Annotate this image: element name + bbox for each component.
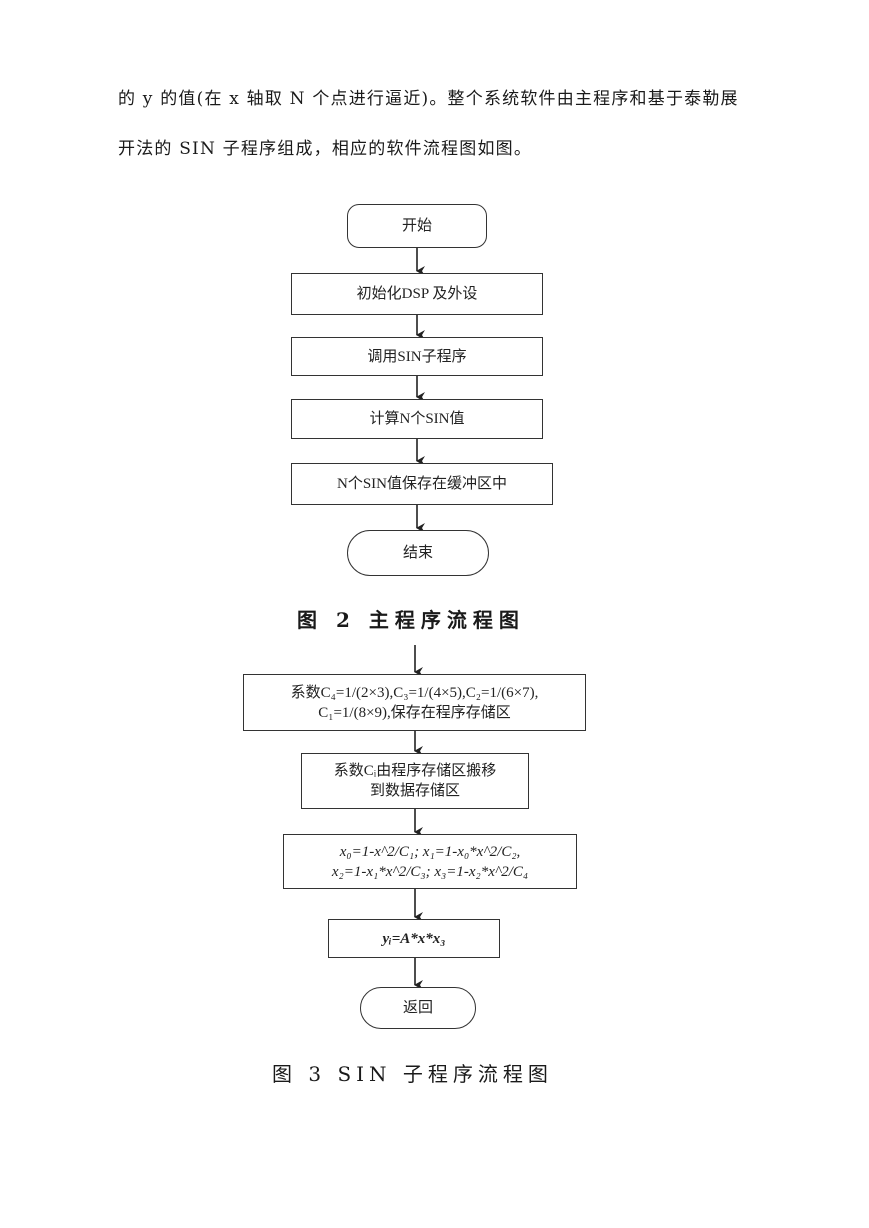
calc-line-2: x₂=1-x₁*x^2/C₃; x₃=1-x₂*x^2/C₄ [331,863,529,880]
node-result: yᵢ=A*x*x₃ [328,919,500,958]
coef-line-1: 系数C₄=1/(2×3),C₃=1/(4×5),C₂=1/(6×7), [290,684,539,701]
coef-line-2: C₁=1/(8×9),保存在程序存储区 [318,704,511,721]
move-line-1: 系数Cᵢ由程序存储区搬移 [333,763,497,779]
node-start: 开始 [347,204,487,248]
node-coefficients: 系数C₄=1/(2×3),C₃=1/(4×5),C₂=1/(6×7), C₁=1… [243,674,586,731]
node-init: 初始化DSP 及外设 [291,273,543,315]
paragraph-line-2: 开法的 SIN 子程序组成，相应的软件流程图如图。 [118,139,533,159]
paragraph-line-1: 的 y 的值(在 x 轴取 N 个点进行逼近)。整个系统软件由主程序和基于泰勒展 [118,89,739,109]
node-save: N个SIN值保存在缓冲区中 [291,463,553,505]
move-line-2: 到数据存储区 [369,783,460,799]
figure-2-caption: 图 2 主程序流程图 [297,608,525,632]
calc-line-1: x₀=1-x^2/C₁; x₁=1-x₀*x^2/C₂, [339,843,521,860]
node-end: 结束 [347,530,489,576]
node-move: 系数Cᵢ由程序存储区搬移 到数据存储区 [301,753,529,809]
node-compute-x: x₀=1-x^2/C₁; x₁=1-x₀*x^2/C₂, x₂=1-x₁*x^2… [283,834,577,889]
node-calc: 计算N个SIN值 [291,399,543,439]
node-return: 返回 [360,987,476,1029]
figure-3-caption: 图 3 SIN 子程序流程图 [272,1062,553,1086]
node-call-sin: 调用SIN子程序 [291,337,543,376]
